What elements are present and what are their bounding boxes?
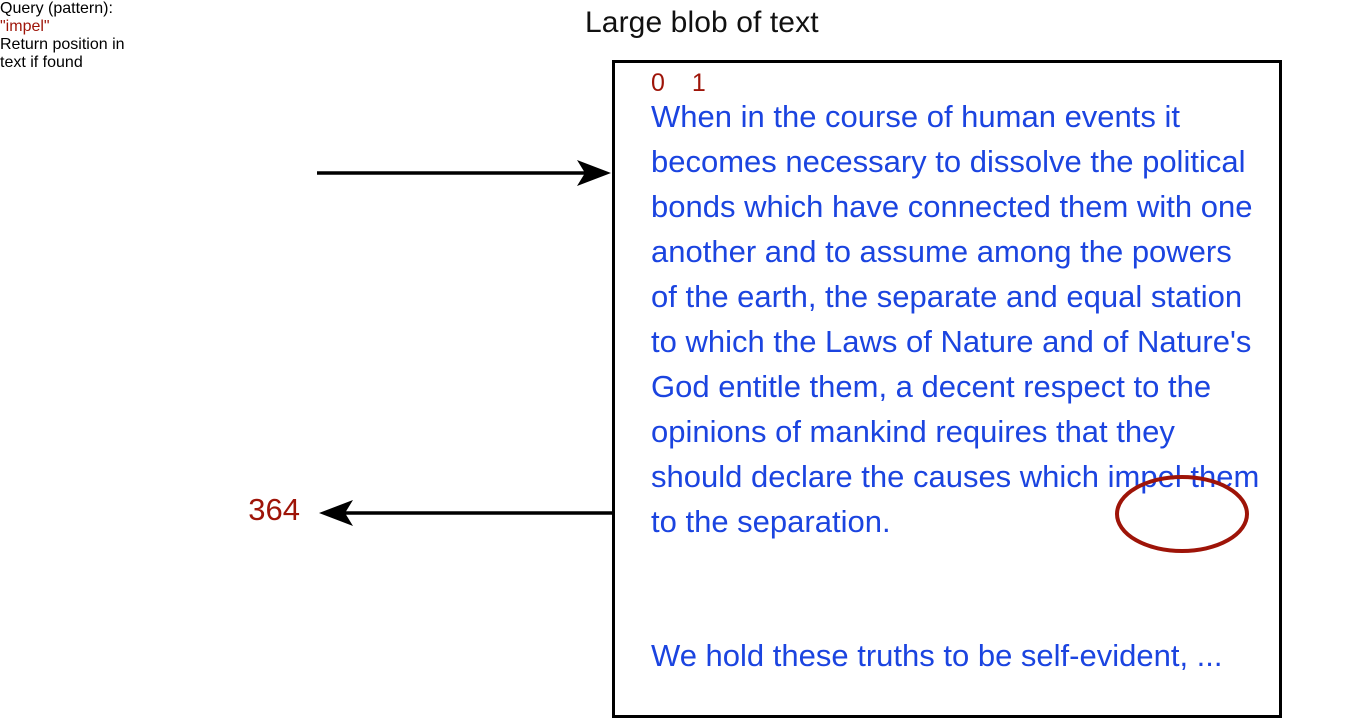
arrow-query-to-text-icon: [317, 160, 611, 186]
return-position-label-line2: text if found: [0, 54, 83, 71]
page-title: Large blob of text: [585, 6, 819, 39]
arrow-text-to-result-icon: [319, 500, 613, 526]
text-blob-container: 0 1 When in the course of human events i…: [612, 60, 1282, 718]
return-position-label-line1: Return position in: [0, 36, 125, 53]
query-pattern-value: "impel": [0, 18, 50, 35]
result-position-value: 364: [248, 492, 300, 527]
text-blob-paragraph-2: We hold these truths to be self-evident,…: [651, 638, 1223, 673]
text-blob-paragraph-1: When in the course of human events it be…: [651, 99, 1268, 539]
position-index-markers: 0 1: [651, 69, 716, 97]
query-label: Query (pattern):: [0, 0, 113, 17]
